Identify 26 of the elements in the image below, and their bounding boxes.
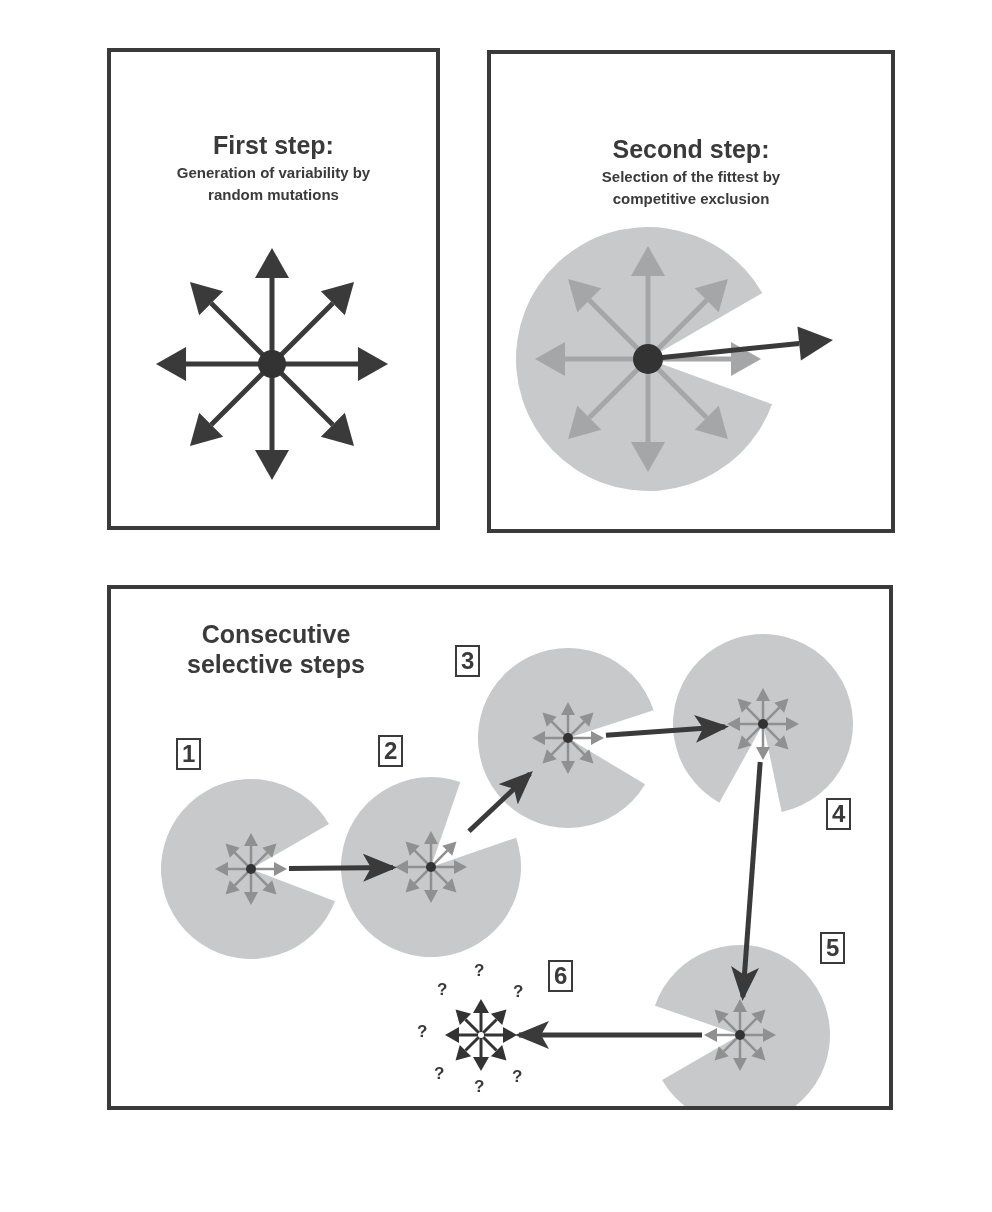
panel-heading: Second step: bbox=[611, 134, 771, 164]
step-number: 4 bbox=[826, 798, 852, 830]
arrow bbox=[731, 761, 763, 1001]
step-number: 3 bbox=[455, 645, 481, 677]
arrow bbox=[605, 714, 729, 743]
step-number: 6 bbox=[548, 960, 574, 992]
panel bbox=[107, 585, 893, 1110]
question-mark: ? bbox=[512, 1068, 523, 1086]
panel bbox=[487, 50, 895, 533]
panel-heading: First step: bbox=[212, 130, 335, 160]
panel-heading: Consecutive selective steps bbox=[186, 619, 366, 679]
step-number: 1 bbox=[176, 738, 202, 770]
arrow bbox=[467, 771, 533, 834]
question-mark: ? bbox=[417, 1023, 428, 1041]
step-number: 5 bbox=[820, 932, 846, 964]
panel bbox=[107, 48, 440, 530]
question-mark: ? bbox=[437, 981, 448, 999]
arrow bbox=[515, 1021, 702, 1049]
question-mark: ? bbox=[474, 962, 485, 980]
question-mark: ? bbox=[434, 1065, 445, 1083]
arrow bbox=[288, 853, 397, 882]
panel-description: Generation of variability by random mutations bbox=[175, 163, 372, 205]
question-mark: ? bbox=[513, 983, 524, 1001]
panel-description: Selection of the fittest by competitive exclusion bbox=[600, 167, 782, 209]
step-number: 2 bbox=[378, 735, 404, 767]
question-mark: ? bbox=[474, 1078, 485, 1096]
